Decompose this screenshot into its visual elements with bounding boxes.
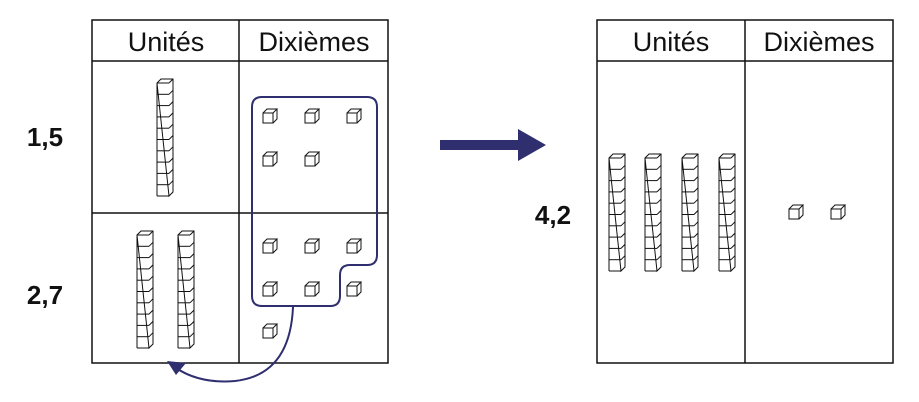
tenth-cube	[304, 108, 321, 124]
right-place-value-table: Unités Dixièmes 4,2	[535, 19, 894, 364]
curved-arrow-icon	[175, 306, 294, 383]
tenth-cube	[346, 281, 363, 297]
left-place-value-table: Unités Dixièmes 1,5 2,7	[27, 19, 389, 364]
tenth-cube	[304, 281, 321, 297]
unit-rod	[644, 153, 662, 273]
tenth-cube	[788, 204, 805, 220]
tenth-cube	[262, 151, 279, 167]
unit-rod	[718, 153, 736, 273]
tenth-cube	[262, 323, 279, 339]
unit-rod	[136, 230, 154, 350]
grouping-outline	[251, 96, 378, 307]
tenth-cube	[304, 238, 321, 254]
header-tenths: Dixièmes	[258, 27, 369, 57]
row-label: 2,7	[27, 280, 63, 310]
tenth-cube	[346, 238, 363, 254]
unit-rod	[681, 153, 699, 273]
tenth-cube	[830, 204, 847, 220]
row-label: 4,2	[535, 200, 571, 230]
tenth-cube	[346, 108, 363, 124]
tenth-cube	[262, 238, 279, 254]
unit-rod	[177, 230, 195, 350]
curved-arrow-head	[167, 361, 186, 375]
header-units: Unités	[633, 27, 710, 57]
header-tenths: Dixièmes	[763, 27, 874, 57]
header-units: Unités	[128, 27, 205, 57]
unit-rod	[608, 153, 626, 273]
row-label: 1,5	[27, 122, 63, 152]
unit-rod	[156, 78, 174, 198]
right-arrow-icon	[440, 129, 546, 161]
tenth-cube	[304, 151, 321, 167]
tenth-cube	[262, 108, 279, 124]
tenth-cube	[262, 281, 279, 297]
